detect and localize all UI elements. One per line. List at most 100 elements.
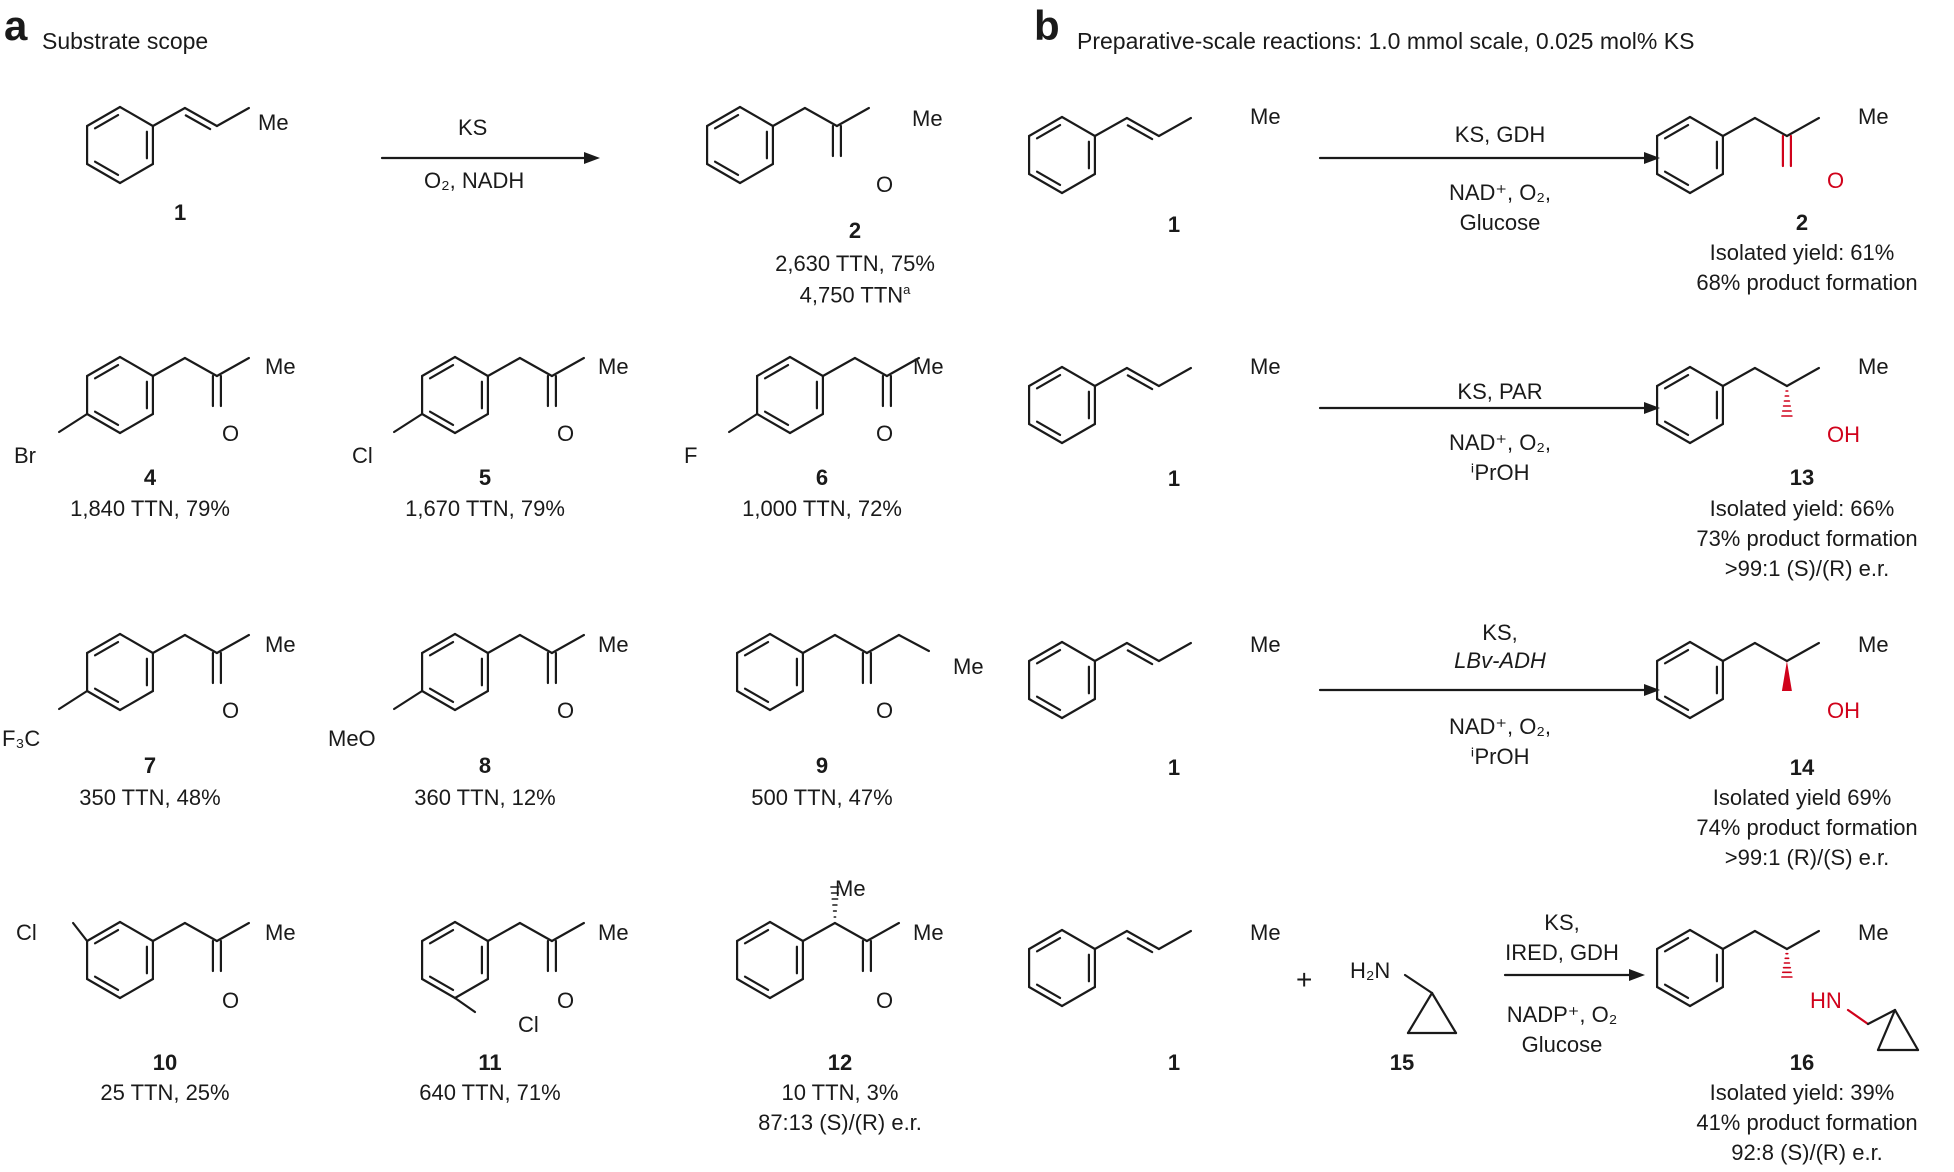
ring-bond (1060, 985, 1097, 1008)
bond (550, 356, 586, 378)
oxygen-label: O (876, 421, 894, 446)
bond (392, 412, 424, 434)
bond (853, 356, 889, 378)
me-label: Me (265, 632, 296, 657)
ring-bond (738, 162, 775, 185)
bond (885, 356, 921, 378)
ring-bond (453, 977, 490, 1000)
product-13-label: 13 (1789, 465, 1815, 490)
ring-bond (1060, 640, 1097, 663)
bond (833, 921, 869, 943)
ring-double-bond (713, 160, 740, 177)
cyclopropane-bond (1406, 991, 1434, 1035)
ring-bond (1688, 365, 1725, 388)
ring-bond (735, 689, 772, 712)
me-label: Me (1250, 104, 1281, 129)
bond (151, 106, 187, 128)
conditions-below-3b: ⁱPrOH (1470, 744, 1530, 769)
conditions-below-2: NAD⁺, O₂, (1448, 430, 1552, 455)
ring-bond (118, 355, 155, 378)
bond (1753, 366, 1789, 388)
ring-double-bond (1035, 648, 1062, 665)
me-label: Me (1250, 632, 1281, 657)
bond (550, 633, 586, 655)
ring-double-bond (1035, 373, 1062, 390)
bond (1753, 929, 1789, 951)
fluoro-label: F (684, 443, 698, 468)
compound-4-label: 4 (143, 465, 157, 490)
compound-2-result-2: 4,750 TTNa (799, 282, 911, 308)
product-13-yield: Isolated yield: 66% (1709, 496, 1895, 521)
bond (486, 356, 522, 378)
compound-12-er: 87:13 (S)/(R) e.r. (758, 1110, 922, 1135)
bond (215, 921, 251, 943)
ring-bond (1688, 985, 1725, 1008)
ring-bond (1027, 365, 1064, 388)
ring-bond (1027, 115, 1064, 138)
me-label: Me (835, 876, 866, 901)
ring-bond (85, 105, 122, 128)
compound-12-label: 12 (827, 1050, 853, 1075)
ring-double-bond (93, 410, 120, 427)
ring-bond (788, 412, 825, 435)
ring-bond (453, 632, 490, 655)
ring-double-bond (763, 410, 790, 427)
ring-bond (1060, 115, 1097, 138)
ring-bond (1060, 697, 1097, 720)
conditions-above-3: KS, (1482, 620, 1518, 645)
ring-bond (1027, 640, 1064, 663)
ring-bond (420, 355, 457, 378)
ring-bond (1060, 928, 1097, 951)
ring-double-bond (1035, 936, 1062, 953)
ring-bond (420, 920, 457, 943)
conditions-below-1: NAD⁺, O₂, (1448, 180, 1552, 205)
ring-bond (85, 977, 122, 1000)
product-13-er: >99:1 (S)/(R) e.r. (1724, 556, 1890, 581)
conditions-above-1: KS, GDH (1454, 122, 1546, 147)
ring-bond (1655, 172, 1692, 195)
ring-bond (735, 920, 772, 943)
product-14-yield: Isolated yield 69% (1712, 785, 1892, 810)
ring-bond (85, 162, 122, 185)
ring-double-bond (93, 928, 120, 945)
bond (1753, 116, 1789, 138)
alkene-double-bond (1125, 641, 1161, 663)
bond (801, 633, 837, 655)
ring-bond (1655, 365, 1692, 388)
compound-11-label: 11 (478, 1050, 502, 1075)
bond (865, 921, 901, 943)
compound-2-label: 2 (848, 218, 862, 243)
reaction-arrow-head (1644, 402, 1660, 414)
bond (1753, 641, 1789, 663)
product-16-formation: 41% product formation (1696, 1110, 1918, 1135)
bond (803, 106, 839, 128)
bond (151, 356, 187, 378)
substrate-1-label: 1 (1167, 1050, 1181, 1075)
methoxy-label: MeO (328, 726, 376, 751)
ring-bond (1655, 697, 1692, 720)
me-label: Me (598, 632, 629, 657)
ring-double-bond (743, 928, 770, 945)
bond (1157, 116, 1193, 138)
ring-double-bond (1035, 170, 1062, 187)
me-label: Me (912, 106, 943, 131)
ring-bond (1655, 928, 1692, 951)
me-label: Me (258, 110, 289, 135)
conditions-below-2b: ⁱPrOH (1470, 460, 1530, 485)
me-label: Me (913, 354, 944, 379)
ring-bond (85, 920, 122, 943)
bond (1721, 116, 1757, 138)
amine-label: H₂N (1350, 958, 1391, 983)
bond (550, 921, 586, 943)
bond (1093, 641, 1129, 663)
substrate-1-label: 1 (1167, 755, 1181, 780)
ring-bond (85, 689, 122, 712)
bond (1157, 366, 1193, 388)
bond (1093, 929, 1129, 951)
product-2-label: 2 (1795, 210, 1809, 235)
conditions-above-2: KS, PAR (1457, 379, 1543, 404)
compound-9-label: 9 (815, 753, 829, 778)
compound-1-label: 1 (174, 200, 187, 225)
ring-bond (1027, 422, 1064, 445)
bond (1157, 929, 1193, 951)
